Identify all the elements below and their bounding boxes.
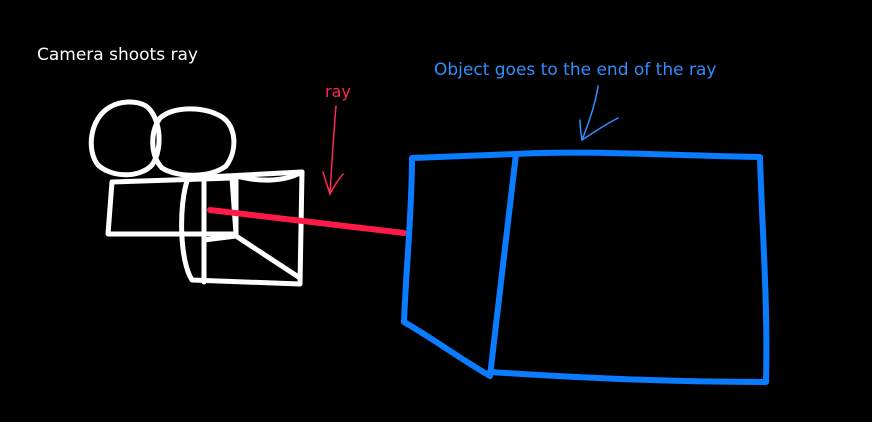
camera-reel-right <box>150 106 237 178</box>
ray-label: ray <box>325 82 351 101</box>
camera-lens-box <box>179 169 305 287</box>
ray-pointer-arrow-icon <box>322 105 344 196</box>
camera-body <box>105 175 239 237</box>
object-label: Object goes to the end of the ray <box>434 60 717 80</box>
camera-label: Camera shoots ray <box>37 45 198 65</box>
ray-line <box>207 207 407 236</box>
cube-front-face <box>401 151 519 379</box>
cube-main-face <box>487 149 770 385</box>
object-pointer-arrow-icon <box>579 85 619 142</box>
camera-lens-inner <box>201 169 305 285</box>
camera-reel-left <box>88 99 162 178</box>
cube-sketch-icon <box>401 149 770 385</box>
camera-sketch-icon <box>88 99 305 287</box>
